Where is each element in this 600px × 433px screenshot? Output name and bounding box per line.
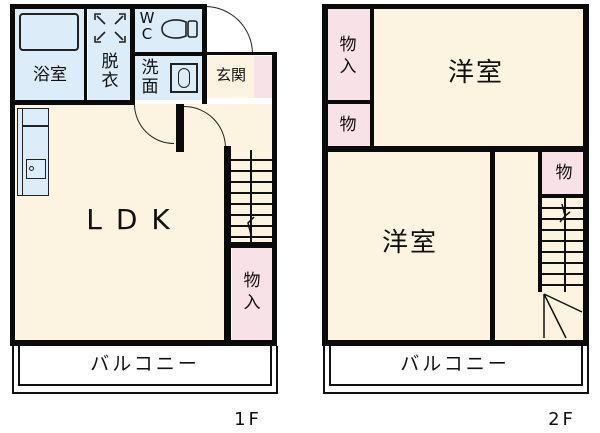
staircase-1f [230, 150, 272, 242]
kitchen-sink-icon [26, 159, 46, 179]
label-wc: W C [139, 9, 155, 43]
label-storage-2f-a: 物 入 [339, 35, 357, 77]
label-ldk: LDK [86, 203, 184, 236]
winder-steps [542, 292, 584, 340]
room-storage-2f-b [328, 104, 372, 148]
stairs-arrow-icon [244, 215, 258, 237]
label-bath: 浴室 [33, 65, 67, 85]
label-storage-2f-b: 物 [339, 115, 357, 135]
room-western-1 [374, 8, 584, 148]
room-storage-1f [232, 248, 272, 340]
label-western-2: 洋室 [381, 228, 438, 258]
room-dressing [88, 8, 132, 100]
label-balcony-1f: バルコニー [90, 353, 200, 375]
room-western-2 [328, 152, 490, 340]
floor-plan-1f: 浴室 脱 衣 W C 洗 面 玄関 LDK [10, 4, 278, 430]
room-storage-2f-c [542, 152, 584, 194]
floor-label-2f: 2F [548, 409, 576, 430]
toilet-icon [158, 14, 200, 44]
kitchen-counter [17, 108, 49, 196]
washing-machine-icon [93, 12, 127, 44]
label-dressing: 脱 衣 [101, 52, 119, 91]
bathtub-icon [19, 13, 79, 51]
staircase-2f [542, 198, 584, 292]
label-washroom: 洗 面 [141, 58, 159, 97]
room-entrance [206, 56, 254, 98]
balcony-1f [12, 346, 278, 394]
shoe-box [254, 56, 272, 98]
label-western-1: 洋室 [447, 58, 504, 88]
label-balcony-2f: バルコニー [400, 353, 510, 375]
label-entrance: 玄関 [215, 66, 246, 84]
label-storage-1f: 物 入 [243, 271, 261, 313]
room-wc [134, 8, 202, 52]
stairs-arrow-icon [558, 202, 572, 224]
sink-icon [170, 63, 198, 93]
label-storage-2f-c: 物 [555, 163, 573, 183]
balcony-2f [323, 346, 589, 394]
room-storage-2f-a [328, 8, 372, 100]
floor-label-1f: 1F [234, 409, 262, 430]
